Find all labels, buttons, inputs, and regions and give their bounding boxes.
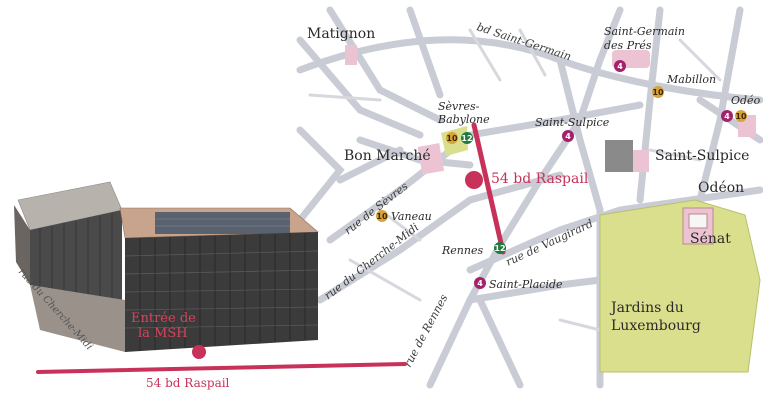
metro-saint-placide: 4: [474, 277, 486, 289]
svg-text:12: 12: [494, 244, 505, 253]
station-saint-sulpice: Saint-Sulpice: [535, 116, 610, 129]
bon-marche-block: [417, 143, 445, 175]
svg-text:4: 4: [477, 279, 483, 288]
metro-odeon-10: 10: [735, 110, 747, 122]
place-jardins-line1: Jardins du: [609, 300, 684, 316]
raspail-frontage-line: [36, 362, 407, 374]
destination-label: 54 bd Raspail: [491, 171, 589, 187]
place-saint-sulpice: Saint-Sulpice: [655, 148, 749, 164]
svg-text:10: 10: [376, 212, 388, 221]
bd-raspail-line: [471, 122, 506, 255]
metro-saint-germain: 4: [614, 60, 626, 72]
svg-text:10: 10: [446, 134, 458, 143]
metro-sevres-10: 10: [446, 132, 458, 144]
svg-text:10: 10: [735, 112, 747, 121]
place-bon-marche: Bon Marché: [344, 148, 431, 164]
place-matignon: Matignon: [307, 26, 375, 42]
station-vaneau: Vaneau: [391, 210, 432, 223]
station-rennes: Rennes: [441, 244, 483, 257]
street-rue-de-sevres: rue de Sèvres: [342, 179, 411, 237]
raspail-frontage-label: 54 bd Raspail: [146, 376, 230, 390]
metro-saint-sulpice: 4: [562, 130, 574, 142]
place-odeon: Odéon: [698, 180, 744, 196]
matignon-block: [345, 45, 357, 65]
metro-mabillon: 10: [652, 86, 664, 98]
svg-text:4: 4: [565, 132, 571, 141]
street-rue-de-vaugirard: rue de Vaugirard: [504, 217, 595, 269]
station-sevres-l2: Babylone: [437, 113, 490, 126]
entrance-marker: [192, 345, 206, 359]
luxembourg-garden: [599, 199, 761, 373]
destination-marker: [465, 171, 483, 189]
entrance-label-line2: la MSH: [138, 326, 188, 341]
svg-text:4: 4: [617, 62, 623, 71]
station-sevres-l1: Sèvres-: [438, 100, 480, 113]
station-saint-germain-l2: des Prés: [604, 39, 652, 52]
metro-sevres-12: 12: [461, 132, 473, 144]
metro-vaneau: 10: [376, 210, 388, 222]
metro-odeon-4: 4: [721, 110, 733, 122]
msh-building-illustration: [14, 181, 319, 352]
metro-rennes: 12: [494, 242, 506, 254]
senat-building-inner: [688, 213, 708, 229]
svg-text:12: 12: [461, 134, 472, 143]
station-mabillon: Mabillon: [666, 73, 716, 86]
saint-sulpice-block: [605, 140, 633, 172]
svg-text:4: 4: [724, 112, 730, 121]
saint-sulpice-square: [633, 150, 649, 172]
station-saint-germain-l1: Saint-Germain: [604, 25, 685, 38]
station-saint-placide: Saint-Placide: [489, 278, 563, 291]
svg-text:10: 10: [652, 88, 664, 97]
place-jardins-line2: Luxembourg: [611, 318, 701, 334]
entrance-label-line1: Entrée de: [131, 311, 196, 326]
place-senat: Sénat: [690, 231, 731, 247]
station-odeon: Odéo: [731, 94, 761, 107]
